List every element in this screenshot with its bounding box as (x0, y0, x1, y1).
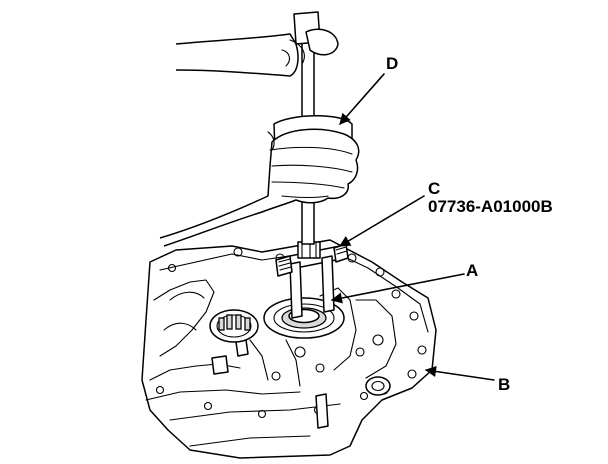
leader-d (339, 73, 385, 125)
callout-a-label: A (466, 262, 478, 279)
callout-a-letter: A (466, 261, 479, 280)
upper-hand (175, 33, 305, 77)
callout-c-label: C (428, 180, 440, 197)
callout-b-label: B (498, 376, 510, 393)
callout-d-letter: D (386, 54, 399, 73)
leader-lines (330, 73, 495, 381)
callout-c-letter: C (428, 179, 441, 198)
bearing-cage (209, 309, 259, 343)
lower-hand (159, 128, 360, 247)
callout-d-label: D (386, 55, 398, 72)
callout-c-part-number: 07736-A01000B (428, 198, 553, 215)
callout-b-letter: B (498, 375, 511, 394)
leader-c (339, 195, 425, 247)
tool-part-number: 07736-A01000B (428, 197, 553, 216)
leader-a (330, 273, 465, 304)
leader-b (424, 365, 495, 381)
